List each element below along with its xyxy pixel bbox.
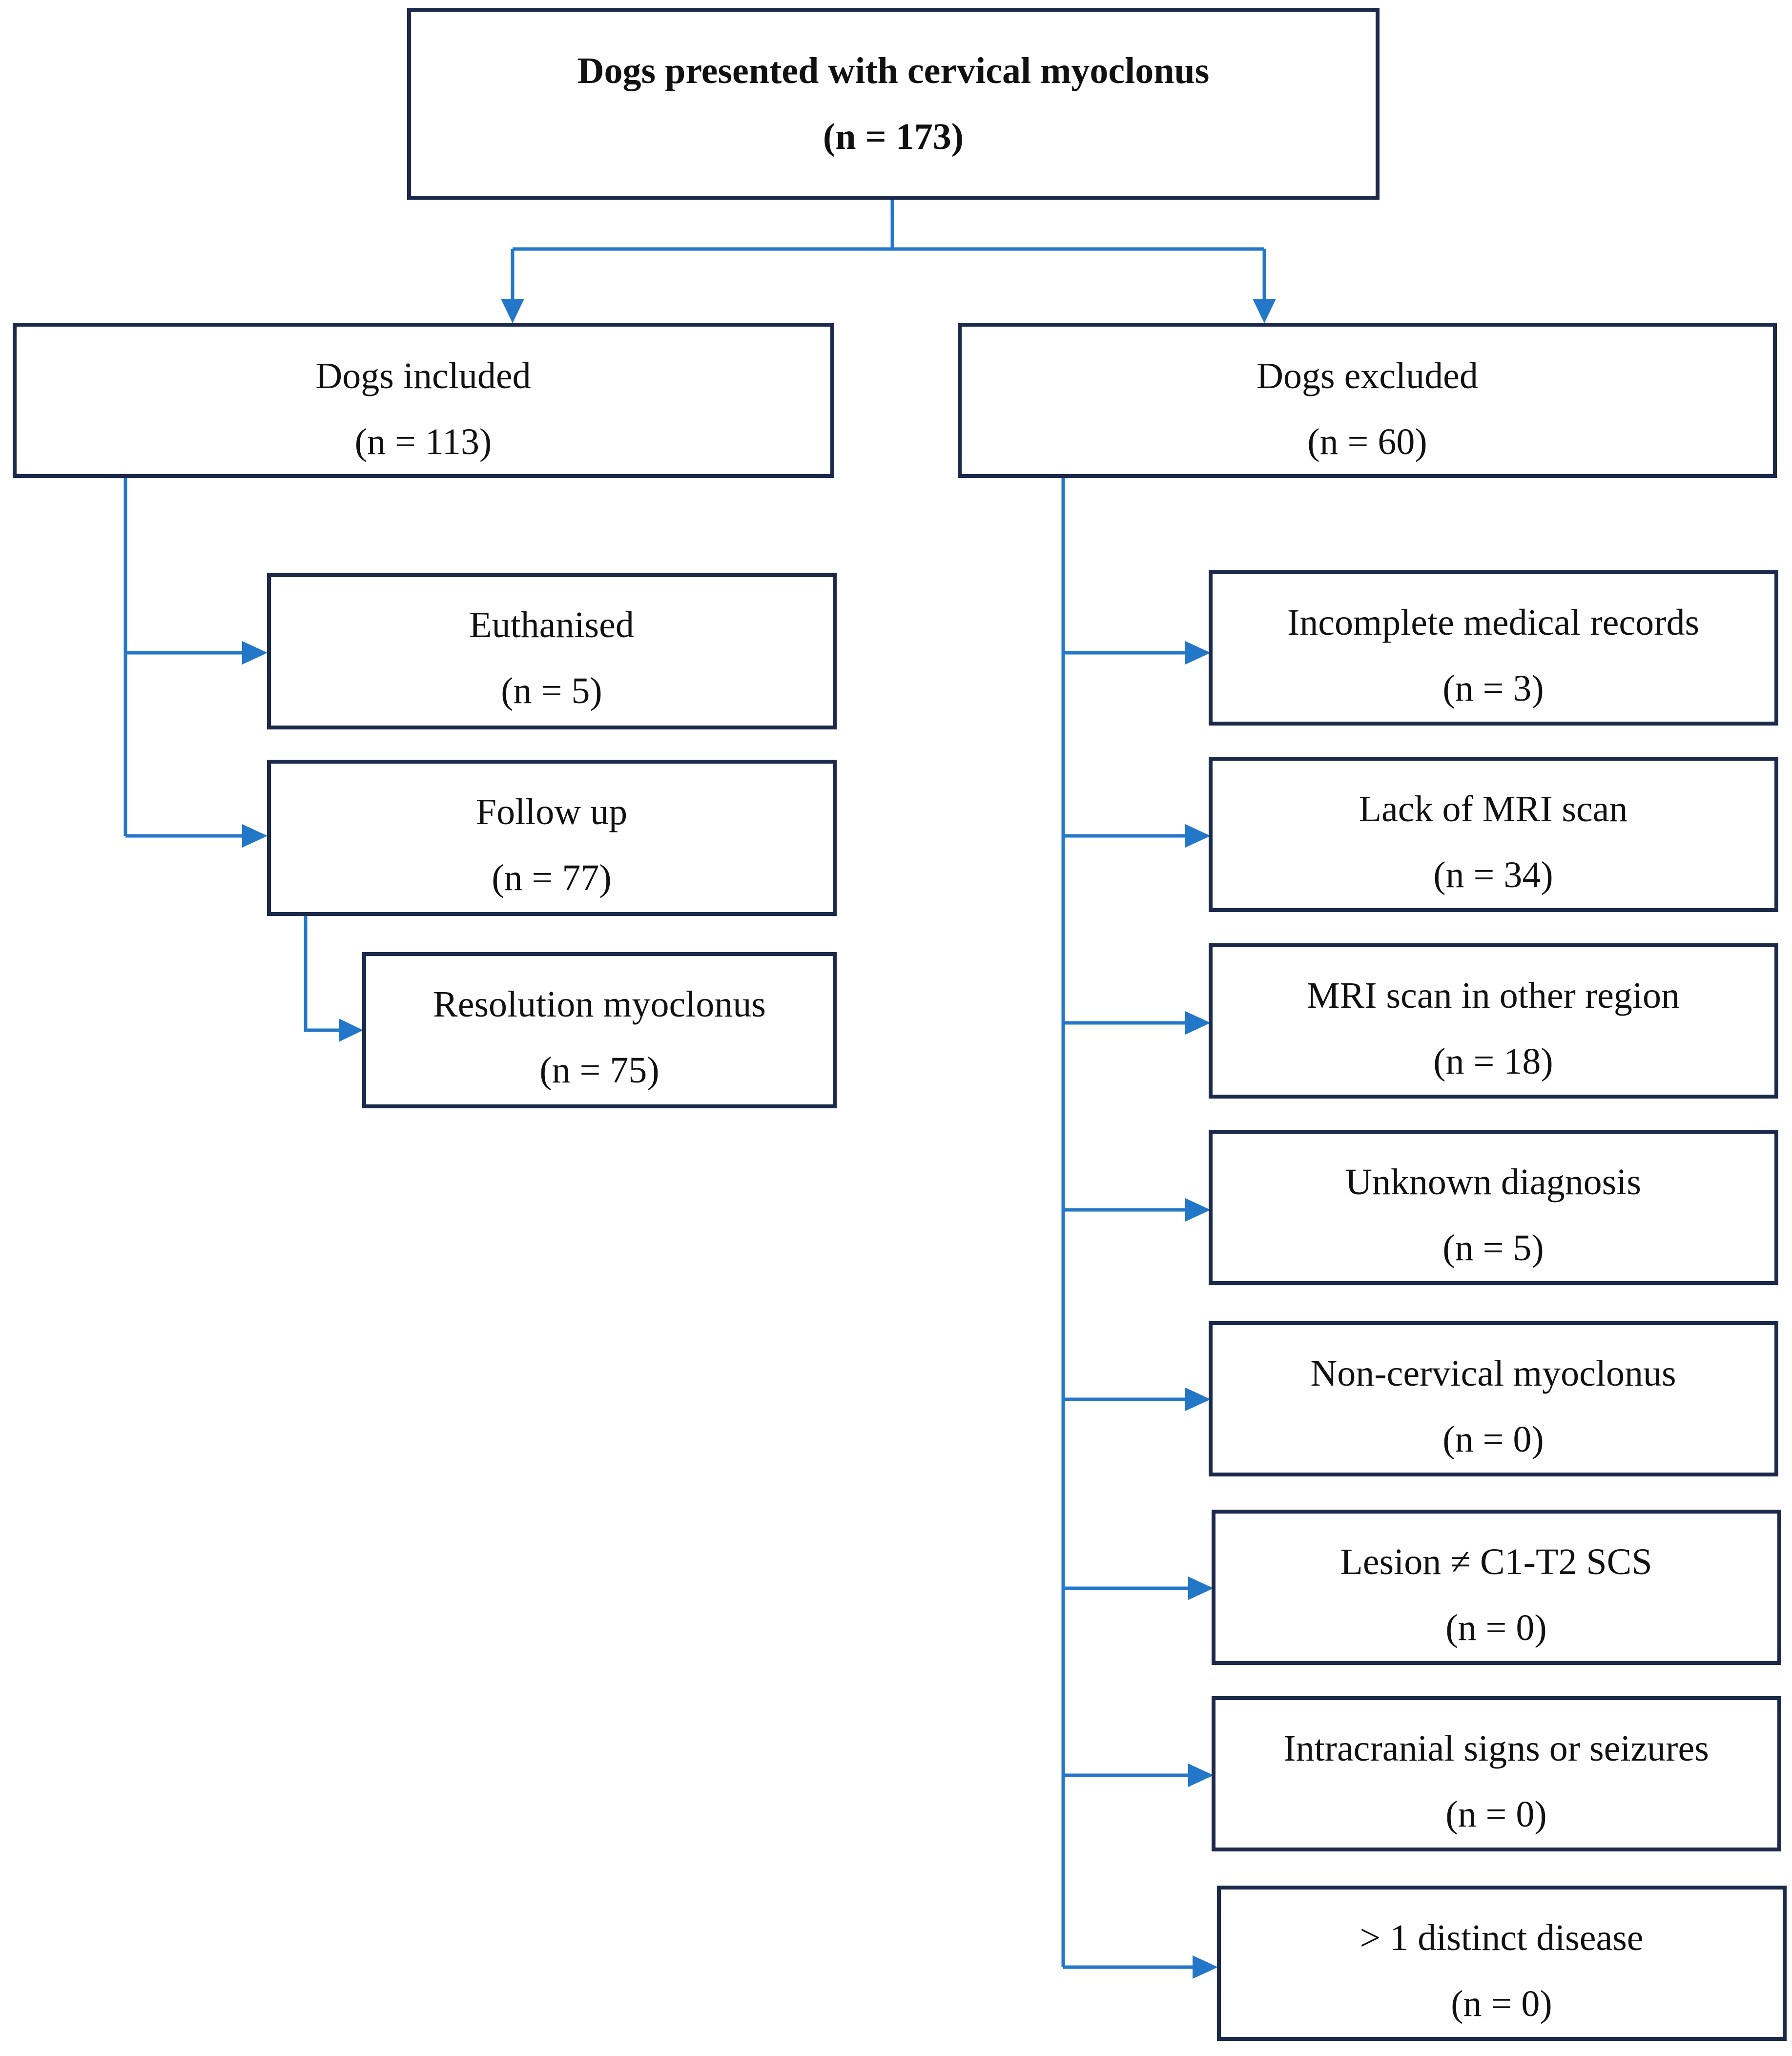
- root-count: (n = 173): [823, 116, 964, 157]
- reason-title-7: Intracranial signs or seizures: [1283, 1728, 1709, 1769]
- reason-box-8: > 1 distinct disease (n = 0): [1217, 1886, 1787, 2041]
- reason-title-4: Unknown diagnosis: [1345, 1162, 1641, 1203]
- reason-box-1: Incomplete medical records (n = 3): [1209, 570, 1778, 726]
- reason-count-5: (n = 0): [1442, 1419, 1544, 1460]
- included-arrowhead: [501, 299, 524, 323]
- resolution-connector: [304, 914, 339, 1032]
- reason-box-3: MRI scan in other region (n = 18): [1209, 943, 1778, 1099]
- reason-box-4: Unknown diagnosis (n = 5): [1209, 1130, 1778, 1285]
- resolution-box: Resolution myoclonus (n = 75): [362, 952, 837, 1108]
- root-title: Dogs presented with cervical myoclonus: [577, 50, 1210, 91]
- root-box: Dogs presented with cervical myoclonus (…: [407, 8, 1380, 200]
- follow-up-title: Follow up: [476, 791, 627, 832]
- included-title: Dogs included: [315, 355, 531, 396]
- reason-title-8: > 1 distinct disease: [1359, 1917, 1643, 1958]
- resolution-title: Resolution myoclonus: [433, 984, 766, 1025]
- reason-count-1: (n = 3): [1442, 668, 1544, 709]
- follow-up-box: Follow up (n = 77): [267, 760, 837, 916]
- reason-title-2: Lack of MRI scan: [1359, 789, 1628, 830]
- root-stem-connector: [513, 198, 1264, 251]
- connectors: [124, 198, 1276, 1979]
- reason-arrowhead-1: [1185, 641, 1211, 665]
- resolution-count: (n = 75): [539, 1050, 659, 1091]
- reason-box-6: Lesion ≠ C1-T2 SCS (n = 0): [1212, 1510, 1781, 1665]
- reason-arrowhead-6: [1188, 1577, 1214, 1600]
- follow-up-arrowhead: [242, 824, 268, 848]
- resolution-arrowhead: [339, 1018, 363, 1042]
- excluded-title: Dogs excluded: [1256, 355, 1478, 396]
- reason-title-6: Lesion ≠ C1-T2 SCS: [1340, 1541, 1652, 1582]
- excluded-count: (n = 60): [1307, 421, 1427, 462]
- excluded-box: Dogs excluded (n = 60): [958, 323, 1777, 478]
- reason-box-2: Lack of MRI scan (n = 34): [1209, 757, 1778, 912]
- reason-arrowhead-8: [1193, 1955, 1218, 1979]
- reason-arrowhead-7: [1188, 1764, 1214, 1787]
- reason-arrowhead-3: [1185, 1011, 1211, 1035]
- euthanised-box: Euthanised (n = 5): [267, 573, 837, 729]
- reason-count-2: (n = 34): [1433, 854, 1553, 895]
- reason-box-7: Intracranial signs or seizures (n = 0): [1212, 1696, 1781, 1851]
- reason-arrowhead-2: [1185, 824, 1211, 848]
- reason-count-7: (n = 0): [1445, 1794, 1546, 1835]
- reason-count-3: (n = 18): [1433, 1041, 1553, 1082]
- reason-title-3: MRI scan in other region: [1307, 975, 1680, 1016]
- reason-arrowhead-5: [1185, 1388, 1211, 1411]
- euthanised-title: Euthanised: [469, 604, 634, 645]
- reason-count-6: (n = 0): [1445, 1607, 1546, 1648]
- reason-title-5: Non-cervical myoclonus: [1310, 1353, 1676, 1394]
- reason-title-1: Incomplete medical records: [1287, 602, 1699, 643]
- reason-box-5: Non-cervical myoclonus (n = 0): [1209, 1321, 1778, 1476]
- euthanised-arrowhead: [242, 641, 268, 665]
- excluded-arrowhead: [1253, 299, 1276, 323]
- reason-count-4: (n = 5): [1442, 1227, 1544, 1268]
- euthanised-count: (n = 5): [501, 670, 602, 711]
- reason-arrowhead-4: [1185, 1198, 1211, 1222]
- included-box: Dogs included (n = 113): [13, 323, 834, 478]
- follow-up-count: (n = 77): [492, 857, 611, 898]
- included-count: (n = 113): [355, 421, 492, 462]
- reason-count-8: (n = 0): [1451, 1983, 1552, 2024]
